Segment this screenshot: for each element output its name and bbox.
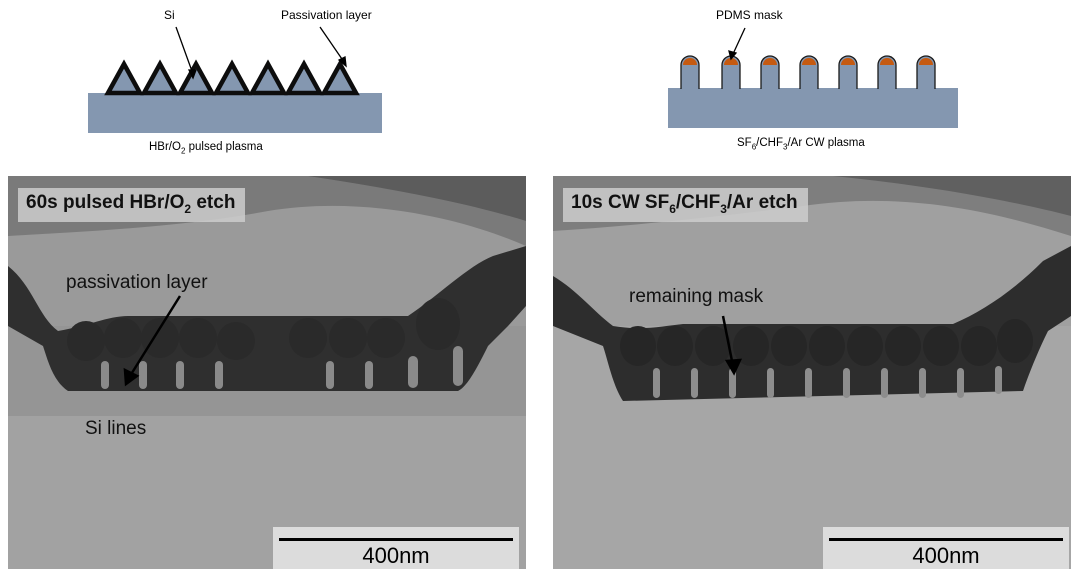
si-triangles: [104, 59, 360, 96]
panel-right-title: 10s CW SF6/CHF3/Ar etch: [563, 188, 808, 222]
scalebar-left: 400nm: [273, 527, 519, 569]
scalebar-right: 400nm: [823, 527, 1069, 569]
annotation-si-lines: Si lines: [85, 418, 147, 439]
sem-panel-right: 10s CW SF6/CHF3/Ar etch remaining mask 4…: [553, 176, 1071, 569]
scalebar-label: 400nm: [912, 543, 980, 568]
si-substrate: [88, 93, 382, 133]
label-si: Si: [164, 8, 175, 22]
sem-image-left: [8, 176, 526, 569]
scalebar-line: [829, 538, 1063, 541]
si-pillars: [680, 55, 936, 89]
annotation-passivation-layer: passivation layer: [66, 272, 208, 293]
label-passivation-layer: Passivation layer: [281, 8, 372, 22]
caption-right: SF6/CHF3/Ar CW plasma: [737, 137, 865, 152]
schematic-right-drawing: [668, 27, 958, 128]
scalebar-line: [279, 538, 513, 541]
caption-left: HBr/O2 pulsed plasma: [149, 141, 263, 156]
si-substrate: [668, 88, 958, 128]
sem-panel-left: 60s pulsed HBr/O2 etch passivation layer…: [8, 176, 526, 569]
annotation-remaining-mask: remaining mask: [629, 286, 764, 307]
schematic-left-arrows: [175, 26, 347, 80]
annotation-arrow-right: [721, 315, 743, 376]
sem-image-right: [553, 176, 1071, 569]
schematic-left-drawing: [88, 26, 382, 133]
label-pdms-mask: PDMS mask: [716, 8, 783, 22]
schematic-right-arrow: [728, 27, 746, 61]
panel-left-title: 60s pulsed HBr/O2 etch: [18, 188, 246, 222]
annotation-arrow-left: [123, 295, 182, 387]
scalebar-label: 400nm: [362, 543, 430, 568]
